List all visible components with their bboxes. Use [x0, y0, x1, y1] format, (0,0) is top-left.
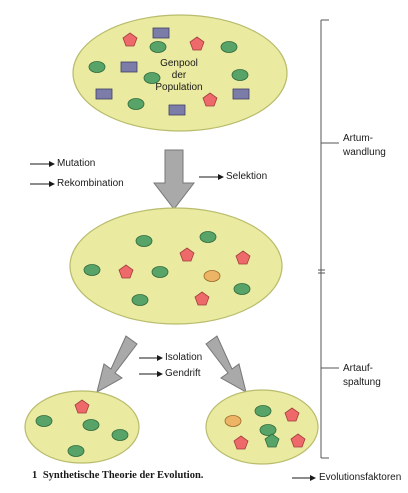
- allele-green: [151, 266, 169, 278]
- allele-green: [231, 69, 249, 81]
- gene-pool-label-2: der: [171, 70, 187, 81]
- population-bottom-right: [205, 389, 319, 465]
- allele-red: [235, 250, 251, 265]
- allele-orange: [203, 270, 221, 282]
- legend-label: Evolutionsfaktoren: [319, 472, 402, 483]
- allele-green: [83, 264, 101, 276]
- figure-caption: 1 Synthetische Theorie der Evolution.: [32, 470, 203, 481]
- factor-recombination: Rekombination: [57, 178, 124, 189]
- allele-green: [127, 98, 145, 110]
- allele-green: [131, 294, 149, 306]
- allele-red: [179, 247, 195, 262]
- allele-red: [122, 32, 138, 47]
- allele-green: [135, 235, 153, 247]
- allele-orange: [224, 415, 242, 427]
- allele-green: [199, 231, 217, 243]
- split-arrow-right-icon: [205, 335, 247, 394]
- allele-blue: [120, 61, 138, 73]
- population-bottom-left: [24, 390, 140, 464]
- allele-blue: [232, 88, 250, 100]
- split-arrow-left-icon: [96, 335, 138, 394]
- allele-green: [82, 419, 100, 431]
- allele-green: [111, 429, 129, 441]
- factor-genetic-drift: Gendrift: [165, 368, 201, 379]
- allele-green: [88, 61, 106, 73]
- allele-green: [220, 41, 238, 53]
- allele-red: [194, 291, 210, 306]
- allele-blue: [168, 104, 186, 116]
- allele-green-pentagon: [264, 433, 280, 448]
- gene-pool-label-3: Population: [155, 82, 203, 93]
- side-label-artumwandlung-1: Artum-: [343, 133, 373, 144]
- allele-red: [189, 36, 205, 51]
- allele-red: [202, 92, 218, 107]
- side-label-artaufspaltung-2: spaltung: [343, 377, 381, 388]
- allele-green: [254, 405, 272, 417]
- caption-title: Synthetische Theorie der Evolution.: [42, 470, 204, 481]
- population-middle: [69, 207, 283, 325]
- allele-red: [233, 435, 249, 450]
- caption-number: 1: [32, 470, 38, 481]
- allele-green: [259, 424, 277, 436]
- side-label-artumwandlung-2: wandlung: [343, 147, 386, 158]
- gene-pool-label-1: Genpool: [160, 58, 198, 69]
- right-bracket: [318, 19, 339, 459]
- allele-green: [35, 415, 53, 427]
- allele-blue: [95, 88, 113, 100]
- allele-red: [290, 433, 306, 448]
- big-down-arrow-icon: [152, 149, 196, 210]
- factor-arrows: [30, 161, 316, 481]
- allele-red: [284, 407, 300, 422]
- allele-red: [74, 399, 90, 414]
- allele-green: [149, 41, 167, 53]
- allele-green: [67, 445, 85, 457]
- allele-green: [233, 283, 251, 295]
- allele-green: [143, 72, 161, 84]
- side-label-artaufspaltung-1: Artauf-: [343, 363, 374, 374]
- allele-red: [118, 264, 134, 279]
- allele-blue: [152, 27, 170, 39]
- factor-isolation: Isolation: [165, 352, 203, 363]
- factor-mutation: Mutation: [57, 158, 96, 169]
- factor-selection: Selektion: [226, 171, 268, 182]
- population-top: [72, 14, 288, 132]
